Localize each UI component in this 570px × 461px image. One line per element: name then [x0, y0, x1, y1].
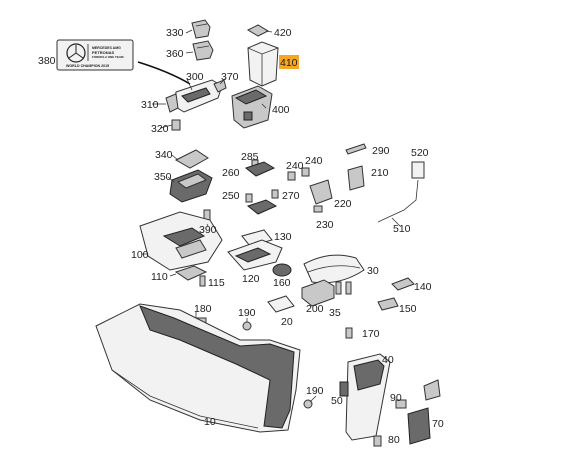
part-70[interactable]: [407, 407, 431, 445]
badge-text-4: WORLD CHAMPION 2015: [66, 64, 109, 68]
part-100[interactable]: [139, 211, 223, 271]
part-400[interactable]: [231, 85, 273, 129]
callout-80[interactable]: 80: [388, 434, 400, 446]
badge-text-3: FORMULA ONE TEAM: [92, 55, 124, 59]
part-510[interactable]: [377, 179, 419, 223]
part-330[interactable]: [191, 19, 211, 39]
part-90[interactable]: [395, 399, 407, 409]
part-320[interactable]: [171, 119, 181, 131]
part-230[interactable]: [313, 205, 323, 213]
callout-90[interactable]: 90: [390, 392, 402, 404]
callout-170[interactable]: 170: [362, 328, 380, 340]
callout-40[interactable]: 40: [382, 354, 394, 366]
callout-110[interactable]: 110: [151, 271, 168, 283]
part-290[interactable]: [345, 143, 367, 155]
callout-120[interactable]: 120: [242, 273, 260, 285]
part-30[interactable]: [303, 254, 365, 284]
callout-300[interactable]: 300: [186, 71, 204, 83]
part-260[interactable]: [244, 161, 276, 177]
badge-leader: [137, 61, 191, 85]
part-190[interactable]: [242, 321, 252, 331]
callout-310[interactable]: 310: [141, 99, 159, 111]
part-240[interactable]: [287, 167, 310, 181]
callout-510[interactable]: 510: [393, 223, 411, 235]
callout-240a[interactable]: 240: [286, 160, 304, 172]
part-160[interactable]: [272, 263, 292, 277]
callout-420[interactable]: 420: [274, 27, 292, 39]
callout-340[interactable]: 340: [155, 149, 173, 161]
callout-210[interactable]: 210: [371, 167, 389, 179]
callout-190b[interactable]: 190: [306, 385, 324, 397]
callout-20[interactable]: 20: [281, 316, 293, 328]
part-370[interactable]: [213, 79, 227, 93]
callout-240b[interactable]: 240: [305, 155, 323, 167]
callout-400[interactable]: 400: [272, 104, 290, 116]
callout-380[interactable]: 380: [38, 55, 56, 67]
part-170[interactable]: [345, 327, 353, 339]
part-150[interactable]: [377, 297, 399, 311]
callout-200[interactable]: 200: [306, 303, 324, 315]
part-360[interactable]: [192, 40, 214, 61]
callout-160[interactable]: 160: [273, 277, 291, 289]
part-10[interactable]: [95, 303, 301, 433]
callout-360[interactable]: 360: [166, 48, 184, 60]
part-310[interactable]: [165, 93, 179, 113]
callout-10[interactable]: 10: [204, 416, 216, 428]
part-350[interactable]: [169, 169, 213, 203]
callout-410[interactable]: 410: [280, 57, 298, 69]
callout-150[interactable]: 150: [399, 303, 417, 315]
part-410[interactable]: [247, 41, 279, 87]
callout-labels: 330 420 360 410 380 300 370 400 310 320 …: [38, 27, 444, 446]
part-50[interactable]: [339, 381, 349, 397]
callout-230[interactable]: 230: [316, 219, 334, 231]
part-80[interactable]: [373, 435, 382, 447]
callout-285[interactable]: 285: [241, 151, 259, 163]
callout-115[interactable]: 115: [208, 277, 225, 289]
highlight-410: [279, 55, 299, 69]
callout-520[interactable]: 520: [411, 147, 429, 159]
callout-130[interactable]: 130: [274, 231, 292, 243]
leader-lines: [142, 29, 401, 403]
callout-35[interactable]: 35: [329, 307, 341, 319]
badge-380[interactable]: MERCEDES AMG PETRONAS FORMULA ONE TEAM W…: [56, 39, 134, 71]
badge-text-1: MERCEDES AMG: [92, 46, 121, 50]
callout-140[interactable]: 140: [414, 281, 432, 293]
part-520[interactable]: [411, 161, 425, 179]
callout-320[interactable]: 320: [151, 123, 169, 135]
callout-70[interactable]: 70: [432, 418, 444, 430]
part-140[interactable]: [391, 277, 415, 291]
part-35[interactable]: [335, 281, 352, 295]
part-220[interactable]: [309, 179, 333, 205]
callout-390[interactable]: 390: [199, 224, 217, 236]
part-120[interactable]: [227, 239, 283, 271]
part-280[interactable]: [246, 199, 278, 215]
part-200[interactable]: [301, 279, 335, 307]
part-340[interactable]: [174, 149, 209, 169]
part-270[interactable]: [271, 189, 279, 199]
callout-350[interactable]: 350: [154, 171, 172, 183]
callout-250[interactable]: 250: [222, 190, 240, 202]
callout-100[interactable]: 100: [131, 249, 149, 261]
callout-370[interactable]: 370: [221, 71, 239, 83]
part-250[interactable]: [245, 193, 253, 203]
part-20[interactable]: [267, 295, 295, 313]
callout-270[interactable]: 270: [282, 190, 300, 202]
part-420[interactable]: [246, 24, 270, 37]
part-clip-right[interactable]: [423, 379, 441, 401]
callout-30[interactable]: 30: [367, 265, 379, 277]
callout-290[interactable]: 290: [372, 145, 390, 157]
callout-330[interactable]: 330: [166, 27, 184, 39]
callout-190a[interactable]: 190: [238, 307, 256, 319]
callout-180[interactable]: 180: [194, 303, 212, 315]
part-110[interactable]: [174, 265, 208, 281]
callout-260[interactable]: 260: [222, 167, 240, 179]
callout-220[interactable]: 220: [334, 198, 352, 210]
callout-50[interactable]: 50: [331, 395, 343, 407]
badge-text-2: PETRONAS: [92, 50, 115, 55]
part-115[interactable]: [199, 275, 206, 287]
part-40[interactable]: [345, 353, 391, 441]
part-210[interactable]: [347, 165, 365, 191]
